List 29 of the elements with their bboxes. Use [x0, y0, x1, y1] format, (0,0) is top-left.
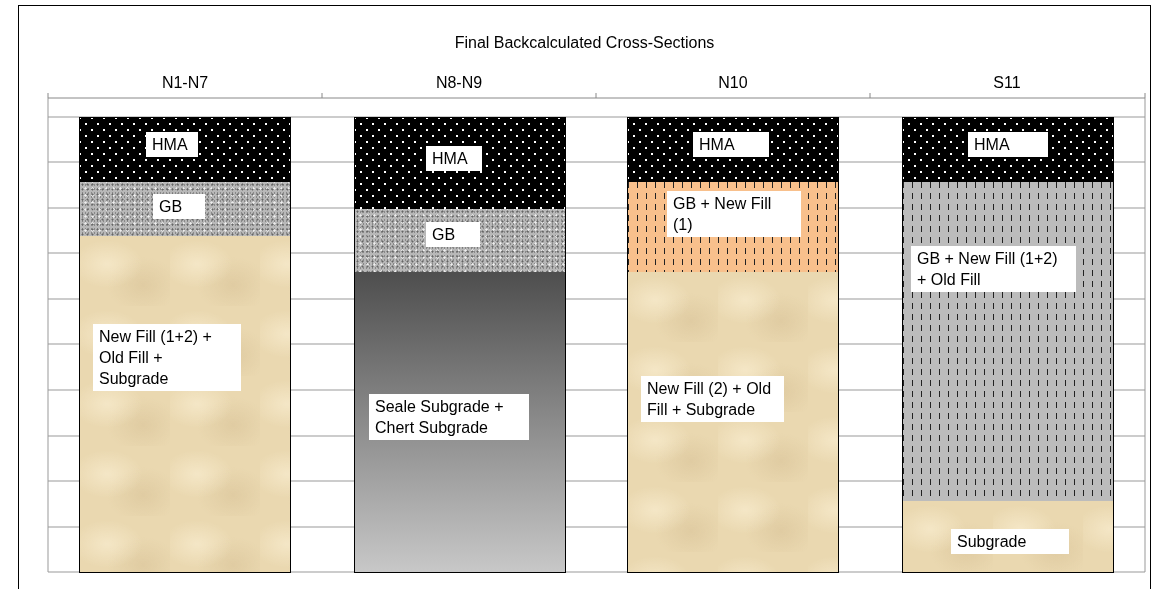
soil-layer [80, 236, 290, 572]
asphalt-layer [80, 118, 290, 183]
layer-label: GB [153, 194, 205, 219]
subgrade-layer [355, 272, 565, 572]
gravel-base-layer [355, 209, 565, 273]
layer-label: HMA [968, 132, 1048, 157]
soil-layer [628, 272, 838, 572]
diagram-title: Final Backcalculated Cross-Sections [453, 34, 716, 52]
column-heading: N1-N7 [160, 74, 210, 92]
soil-layer [903, 501, 1113, 572]
layer-label: New Fill (2) + Old Fill + Subgrade [641, 376, 784, 422]
layer-label: GB + New Fill (1+2) + Old Fill [911, 246, 1076, 292]
layer-label: HMA [426, 146, 482, 171]
asphalt-layer [628, 118, 838, 183]
column-heading: N8-N9 [434, 74, 484, 92]
layer-label: New Fill (1+2) + Old Fill + Subgrade [93, 324, 241, 391]
layer-label: GB [426, 222, 480, 247]
fill-layer [903, 182, 1113, 502]
asphalt-layer [355, 118, 565, 210]
column-heading: S11 [992, 74, 1022, 92]
layer-label: HMA [146, 132, 198, 157]
layer-label: GB + New Fill (1) [667, 191, 801, 237]
layer-label: Seale Subgrade + Chert Subgrade [369, 394, 529, 440]
asphalt-layer [903, 118, 1113, 183]
gravel-base-layer [80, 182, 290, 237]
column-heading: N10 [717, 74, 749, 92]
fill-layer [628, 182, 838, 273]
layer-label: Subgrade [951, 529, 1069, 554]
layer-label: HMA [693, 132, 769, 157]
